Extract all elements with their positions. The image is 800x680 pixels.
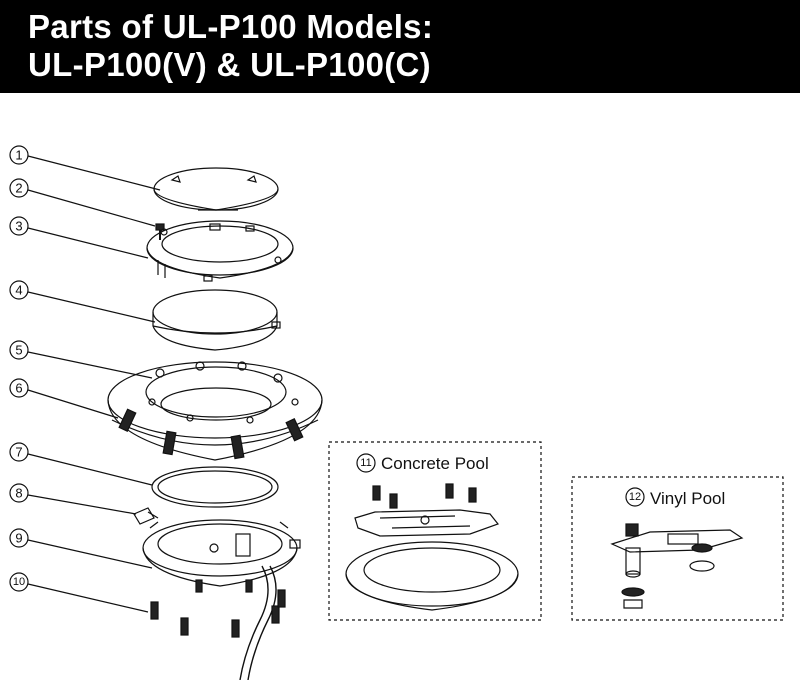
concrete-pool-box: 11 Concrete Pool — [328, 441, 542, 621]
callout-5: 5 — [9, 340, 153, 379]
svg-text:9: 9 — [15, 531, 22, 546]
title-line-2: UL-P100(V) & UL-P100(C) — [28, 46, 431, 83]
svg-text:4: 4 — [15, 283, 22, 298]
part-mounting-base — [142, 519, 301, 587]
part-cable-gland — [133, 507, 159, 525]
callout-8: 8 — [9, 483, 137, 515]
svg-text:12: 12 — [629, 491, 641, 503]
svg-text:7: 7 — [15, 445, 22, 460]
exploded-parts-diagram: 1 2 3 4 5 6 7 8 9 10 — [9, 145, 784, 680]
title-line-1: Parts of UL-P100 Models: — [28, 8, 434, 45]
part-led-module — [152, 289, 281, 351]
part-face-ring — [146, 220, 294, 282]
callout-10: 10 — [9, 572, 149, 613]
svg-text:6: 6 — [15, 381, 22, 396]
svg-text:3: 3 — [15, 219, 22, 234]
callout-1: 1 — [9, 145, 161, 191]
part-gasket — [151, 466, 279, 508]
svg-text:Concrete Pool: Concrete Pool — [381, 454, 489, 473]
callout-7: 7 — [9, 442, 153, 486]
svg-text:2: 2 — [15, 181, 22, 196]
callout-9: 9 — [9, 528, 153, 569]
part-cable — [239, 565, 277, 680]
callout-6: 6 — [9, 378, 119, 419]
part-housing — [107, 361, 323, 461]
svg-text:1: 1 — [15, 148, 22, 163]
part-lens-cover — [153, 167, 279, 211]
part-screw-small — [155, 223, 165, 240]
svg-text:5: 5 — [15, 343, 22, 358]
svg-text:8: 8 — [15, 486, 22, 501]
title-banner: Parts of UL-P100 Models: UL-P100(V) & UL… — [0, 0, 800, 93]
svg-text:10: 10 — [13, 576, 25, 588]
svg-text:Vinyl Pool: Vinyl Pool — [650, 489, 725, 508]
callout-3: 3 — [9, 216, 149, 259]
vinyl-pool-box: 12 Vinyl Pool — [571, 476, 784, 621]
svg-text:11: 11 — [360, 457, 371, 469]
callout-2: 2 — [9, 178, 156, 227]
callout-4: 4 — [9, 280, 156, 323]
part-screws — [150, 579, 286, 638]
